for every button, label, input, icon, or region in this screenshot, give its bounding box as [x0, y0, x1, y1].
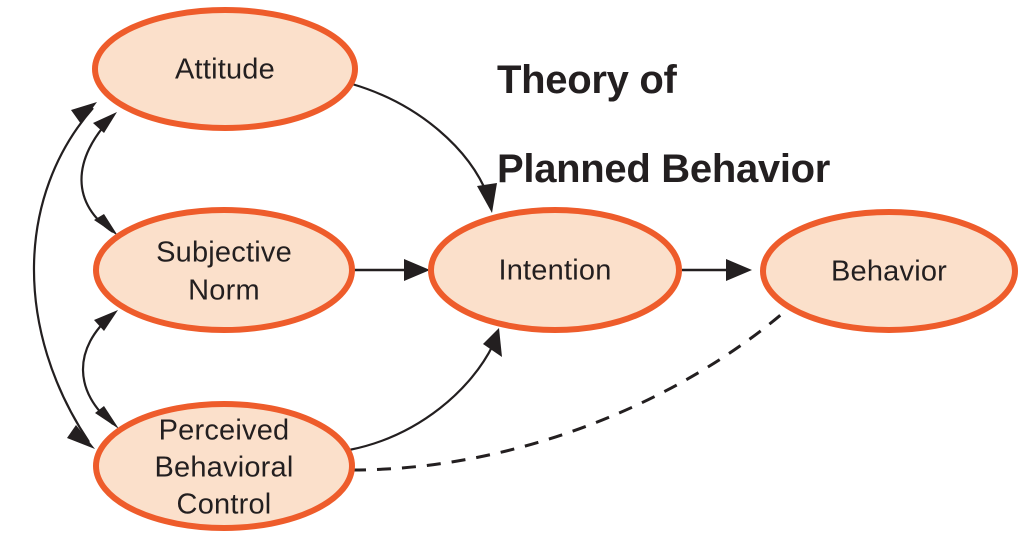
- arrowhead-to-perceived-behavioral-control: [95, 406, 119, 429]
- node-perceived-behavioral-control-shape[interactable]: [93, 401, 355, 531]
- node-behavior[interactable]: Behavior: [760, 209, 1018, 333]
- arrowhead-intention-behavior: [726, 259, 752, 281]
- arrowhead-to-subjective-norm-lower: [94, 310, 118, 331]
- edge-pbc-intention-path: [348, 344, 494, 452]
- arrowhead-to-attitude: [93, 112, 117, 133]
- node-subjective-norm-label-line1: Subjective: [156, 237, 292, 269]
- arrowhead-attitude-intention: [477, 183, 497, 213]
- edge-attitude-subjective-norm: [80, 112, 118, 236]
- edge-intention-behavior: [682, 259, 752, 281]
- node-intention[interactable]: Intention: [428, 207, 682, 333]
- edge-attitude-intention-path: [351, 82, 490, 197]
- arrowhead-subjective-norm-intention: [404, 259, 430, 281]
- node-subjective-norm-label-line2: Norm: [188, 275, 260, 307]
- node-perceived-behavioral-control-label-line2: Behavioral: [154, 452, 293, 484]
- node-subjective-norm-shape[interactable]: [93, 207, 355, 333]
- node-attitude-shape[interactable]: [92, 7, 358, 131]
- node-intention-label: Intention: [498, 255, 611, 287]
- diagram-title-line1: Theory of: [497, 57, 677, 102]
- edge-attitude-pbc-path: [32, 107, 94, 443]
- node-intention-shape[interactable]: [428, 207, 682, 333]
- node-perceived-behavioral-control-label-line3: Control: [177, 489, 272, 521]
- arrowhead-to-attitude-outer: [71, 102, 97, 124]
- node-perceived-behavioral-control-label-line1: Perceived: [159, 415, 290, 447]
- edge-pbc-behavior-dashed-path: [351, 311, 784, 472]
- node-perceived-behavioral-control[interactable]: Perceived Behavioral Control: [93, 401, 355, 531]
- node-subjective-norm[interactable]: Subjective Norm: [93, 207, 355, 333]
- arrowhead-to-subjective-norm: [94, 214, 118, 236]
- edge-attitude-perceived-behavioral-control: [32, 102, 97, 449]
- node-attitude-label: Attitude: [175, 54, 275, 86]
- node-behavior-shape[interactable]: [760, 209, 1018, 333]
- edge-subjective-norm-intention: [353, 259, 430, 281]
- node-attitude[interactable]: Attitude: [92, 7, 358, 131]
- edge-attitude-intention: [351, 82, 497, 213]
- edge-subjective-norm-perceived-behavioral-control: [82, 310, 119, 429]
- node-behavior-label: Behavior: [831, 256, 947, 288]
- diagram-title-line2: Planned Behavior: [497, 147, 831, 192]
- edge-subjective-norm-pbc-path: [82, 313, 114, 425]
- diagram-title: Theory of Planned Behavior: [497, 13, 917, 192]
- node-layer: Attitude Subjective Norm Perceived Behav…: [92, 7, 1018, 531]
- arrowhead-pbc-intention: [483, 328, 502, 357]
- edge-attitude-subjective-norm-path: [80, 115, 114, 233]
- edge-perceived-behavioral-control-intention: [348, 328, 502, 452]
- arrowhead-to-perceived-behavioral-control-outer: [67, 425, 95, 449]
- edge-layer: [32, 82, 784, 472]
- edge-perceived-behavioral-control-behavior: [351, 311, 784, 472]
